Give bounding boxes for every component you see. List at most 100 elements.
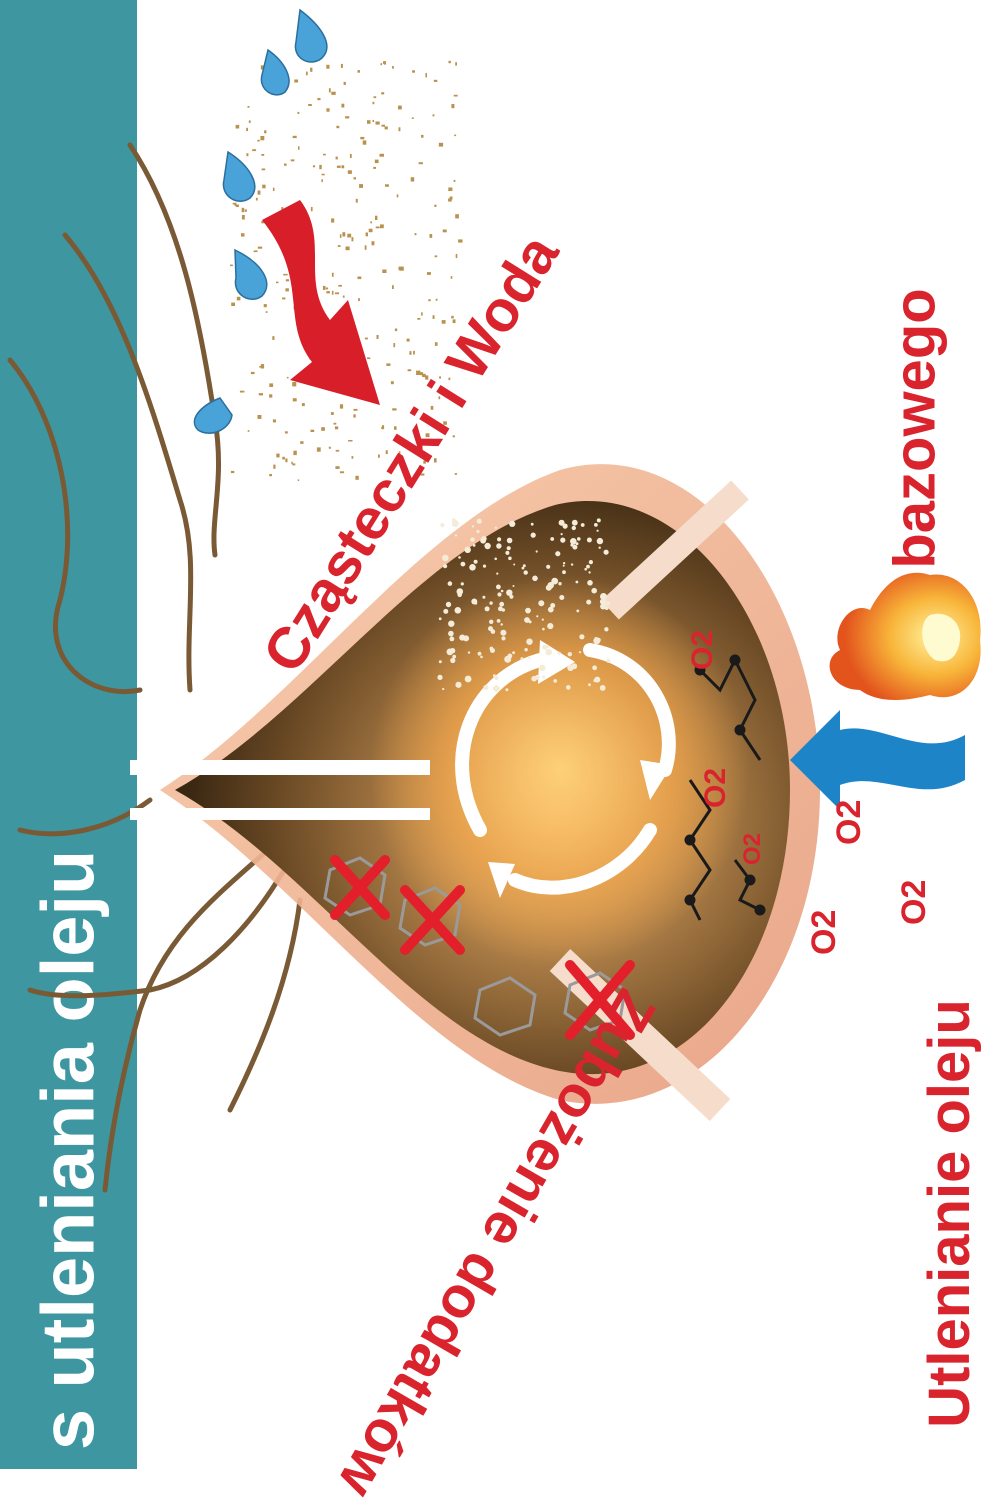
dust-particle xyxy=(456,254,458,258)
dust-particle xyxy=(323,154,326,156)
sparkle-particle xyxy=(563,524,568,529)
dust-particle xyxy=(322,174,325,176)
sparkle-particle xyxy=(588,571,590,573)
sparkle-particle xyxy=(528,657,530,659)
sparkle-particle xyxy=(495,527,497,529)
dust-particle xyxy=(454,95,458,97)
dust-particle xyxy=(241,233,245,236)
dust-particle xyxy=(381,63,383,65)
dust-particle xyxy=(313,165,315,167)
dust-particle xyxy=(284,164,287,166)
sparkle-particle xyxy=(455,682,461,688)
dust-particle xyxy=(297,112,299,114)
sparkle-particle xyxy=(524,648,527,651)
dust-particle xyxy=(443,230,447,233)
sparkle-particle xyxy=(536,615,538,617)
dust-particle xyxy=(375,160,379,164)
label-base-oil: bazowego xyxy=(882,288,949,568)
label-oil-oxidation: Utlenianie oleju xyxy=(916,999,983,1428)
dust-particle xyxy=(375,216,377,220)
o2-marker: O2 xyxy=(895,880,933,925)
dust-particle xyxy=(365,338,368,340)
sparkle-particle xyxy=(592,665,597,670)
sparkle-particle xyxy=(474,560,478,564)
fibre-strands xyxy=(10,145,300,1190)
dust-particle xyxy=(293,136,297,138)
dust-particle xyxy=(269,383,273,387)
dust-particle xyxy=(236,125,240,129)
dust-particle xyxy=(376,122,380,125)
dust-particle xyxy=(311,430,315,432)
dust-particle xyxy=(237,297,241,301)
sparkle-particle xyxy=(525,608,531,614)
dust-particle xyxy=(337,166,341,168)
sparkle-particle xyxy=(547,623,553,629)
sparkle-particle xyxy=(572,526,576,530)
dust-particle xyxy=(381,427,383,429)
dust-particle xyxy=(257,140,259,142)
sparkle-particle xyxy=(542,676,545,679)
dust-particle xyxy=(412,117,414,119)
sparkle-particle xyxy=(500,630,506,636)
dust-particle xyxy=(251,372,255,374)
dust-particle xyxy=(319,165,321,169)
dust-particle xyxy=(360,137,364,139)
sparkle-particle xyxy=(600,685,606,691)
dust-particle xyxy=(282,298,285,300)
sparkle-particle xyxy=(600,603,606,609)
dust-particle xyxy=(352,237,354,241)
dust-particle xyxy=(398,106,402,110)
dust-particle xyxy=(386,363,390,366)
dust-particle xyxy=(373,167,376,169)
dust-particle xyxy=(433,315,435,319)
o2-marker: O2 xyxy=(699,768,732,808)
sparkle-particle xyxy=(437,675,442,680)
sparkle-particle xyxy=(455,534,457,536)
dust-particle xyxy=(454,180,456,182)
dust-particle xyxy=(421,135,424,138)
dust-particle xyxy=(321,427,325,431)
dust-particle xyxy=(434,80,438,82)
dust-particle xyxy=(308,104,312,106)
sparkle-particle xyxy=(491,629,496,634)
sparkle-particle xyxy=(531,676,537,682)
dust-particle xyxy=(358,298,360,301)
dust-particle xyxy=(258,191,261,195)
dust-particle xyxy=(258,247,262,249)
sparkle-particle xyxy=(485,606,490,611)
dust-particle xyxy=(449,61,451,63)
sparkle-particle xyxy=(545,649,552,656)
dust-particle xyxy=(435,342,438,346)
dust-particle xyxy=(340,234,342,238)
sparkle-particle xyxy=(480,538,486,544)
dust-particle xyxy=(292,382,296,386)
sparkle-particle xyxy=(469,564,476,571)
dust-particle xyxy=(331,92,335,95)
sparkle-particle xyxy=(522,567,525,570)
dust-particle xyxy=(285,459,287,463)
dust-particle xyxy=(336,126,339,128)
sparkle-particle xyxy=(448,631,454,637)
sparkle-particle xyxy=(499,602,504,607)
dust-particle xyxy=(381,92,384,94)
dust-particle xyxy=(262,185,265,189)
sparkle-particle xyxy=(505,551,509,555)
sparkle-particle xyxy=(482,596,485,599)
dust-particle xyxy=(341,64,343,68)
dust-particle xyxy=(365,245,367,250)
sparkle-particle xyxy=(448,581,453,586)
sparkle-particle xyxy=(558,582,561,585)
dust-particle xyxy=(382,270,386,274)
sparkle-particle xyxy=(542,628,545,631)
dust-particle xyxy=(335,426,338,429)
dust-particle xyxy=(451,276,453,279)
sparkle-particle xyxy=(502,608,505,611)
sparkle-particle xyxy=(450,637,455,642)
sparkle-particle xyxy=(513,564,515,566)
particles-arrow xyxy=(262,200,380,405)
dust-particle xyxy=(326,65,329,69)
sparkle-particle xyxy=(504,656,511,663)
sparkle-particle xyxy=(484,543,490,549)
dust-particle xyxy=(269,474,272,476)
sparkle-particle xyxy=(588,683,591,686)
